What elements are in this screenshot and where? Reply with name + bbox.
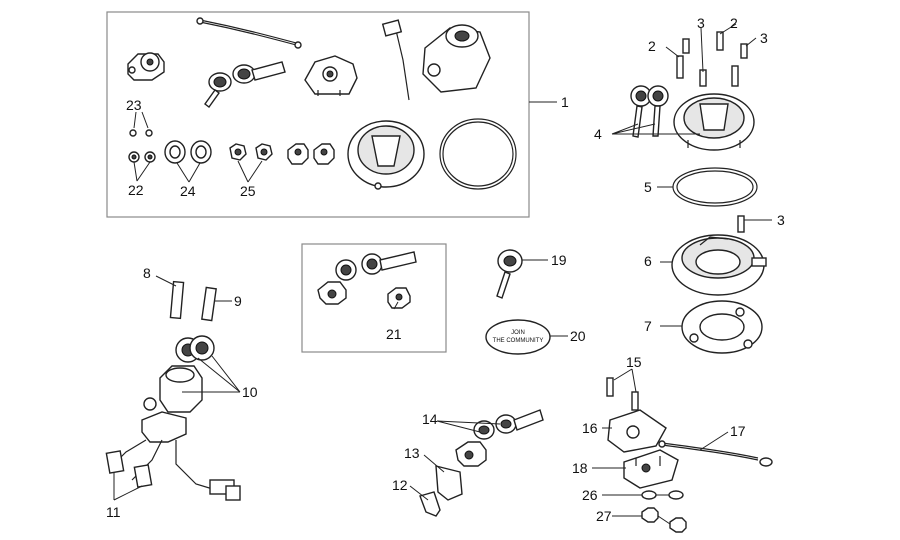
label-12: 12 bbox=[392, 477, 408, 493]
fuel-cap-box1 bbox=[347, 120, 425, 190]
screws-15 bbox=[606, 377, 639, 411]
leader-lines bbox=[113, 23, 772, 525]
seat-lock-14 bbox=[455, 409, 544, 467]
label-2-right: 2 bbox=[730, 15, 738, 31]
label-18: 18 bbox=[572, 460, 588, 476]
label-14: 14 bbox=[422, 411, 438, 427]
label-6: 6 bbox=[644, 253, 652, 269]
keys-box1 bbox=[204, 61, 286, 108]
cable-top bbox=[196, 17, 302, 49]
label-11: 11 bbox=[106, 504, 121, 520]
ignition-switch-box1 bbox=[381, 19, 491, 101]
gasket-ring-box1 bbox=[439, 118, 517, 190]
label-10: 10 bbox=[242, 384, 258, 400]
label-23: 23 bbox=[126, 97, 142, 113]
label-27: 27 bbox=[596, 508, 612, 524]
label-16: 16 bbox=[582, 420, 598, 436]
label-3-top-right: 3 bbox=[760, 30, 768, 46]
ring-5 bbox=[672, 167, 758, 207]
plate-16 bbox=[607, 409, 667, 453]
badge-line-2: THE COMMUNITY bbox=[493, 338, 544, 344]
label-7: 7 bbox=[644, 318, 652, 334]
latch-18 bbox=[623, 449, 679, 489]
label-3-lower: 3 bbox=[777, 212, 785, 228]
lock-set-21 bbox=[317, 251, 417, 309]
label-13: 13 bbox=[404, 445, 420, 461]
pin-8 bbox=[169, 280, 185, 320]
fuel-cap-4 bbox=[673, 93, 755, 151]
label-17: 17 bbox=[730, 423, 746, 439]
label-1: 1 bbox=[561, 94, 569, 110]
keys-4 bbox=[630, 85, 669, 138]
label-5: 5 bbox=[644, 179, 652, 195]
nuts-22 bbox=[128, 151, 156, 163]
lock-barrels-box1 bbox=[287, 143, 335, 165]
key-19 bbox=[496, 249, 523, 299]
gasket-7 bbox=[681, 300, 763, 354]
bracket-13 bbox=[435, 465, 463, 501]
lock-cylinder-small bbox=[127, 52, 165, 81]
nuts-27 bbox=[641, 507, 687, 533]
label-19: 19 bbox=[551, 252, 567, 268]
nuts-25 bbox=[229, 143, 273, 161]
ignition-switch-10 bbox=[119, 335, 217, 491]
label-26: 26 bbox=[582, 487, 598, 503]
connectors-11 bbox=[105, 450, 241, 501]
badge-line-1: JOIN bbox=[511, 330, 525, 336]
flange-6 bbox=[671, 234, 767, 296]
screws-23 bbox=[129, 129, 153, 137]
label-2-left: 2 bbox=[648, 38, 656, 54]
label-25: 25 bbox=[240, 183, 256, 199]
label-8: 8 bbox=[143, 265, 151, 281]
label-15: 15 bbox=[626, 354, 642, 370]
seat-lock-bracket bbox=[304, 55, 358, 96]
cable-17 bbox=[658, 440, 773, 467]
label-22: 22 bbox=[128, 182, 144, 198]
label-4: 4 bbox=[594, 126, 602, 142]
label-9: 9 bbox=[234, 293, 242, 309]
badge-20: JOIN THE COMMUNITY bbox=[485, 319, 551, 355]
screw-3-lower bbox=[737, 215, 745, 233]
label-20: 20 bbox=[570, 328, 586, 344]
label-24: 24 bbox=[180, 183, 196, 199]
label-3-top-left: 3 bbox=[697, 15, 705, 31]
kit-box-21 bbox=[301, 243, 447, 353]
label-21: 21 bbox=[386, 326, 402, 342]
kit-box-1 bbox=[106, 11, 530, 218]
screws-2-3 bbox=[676, 31, 748, 87]
washers-24 bbox=[164, 140, 212, 164]
pin-9 bbox=[201, 286, 217, 322]
callout-labels: 1 2 2 3 3 3 4 5 6 7 8 9 10 11 12 13 14 1… bbox=[106, 15, 785, 524]
